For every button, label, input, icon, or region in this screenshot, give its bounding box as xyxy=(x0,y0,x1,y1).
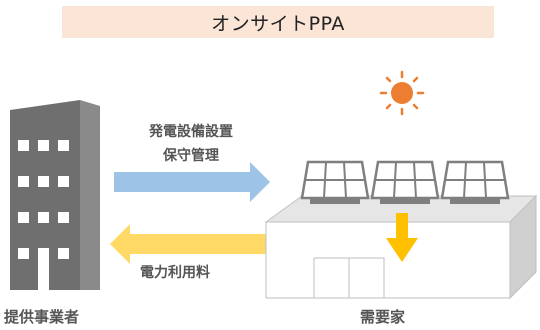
provider-building-icon xyxy=(10,100,100,290)
sun-icon xyxy=(379,70,425,116)
solar-panels-icon xyxy=(300,160,510,204)
service-label: 発電設備設置 保守管理 xyxy=(126,120,256,168)
provider-label: 提供事業者 xyxy=(4,308,80,326)
service-label-line2: 保守管理 xyxy=(163,148,219,164)
power-down-arrow-icon xyxy=(386,213,418,262)
consumer-label: 需要家 xyxy=(360,308,406,326)
service-label-line1: 発電設備設置 xyxy=(149,124,233,140)
payment-arrow-icon xyxy=(110,224,266,264)
page-title: オンサイトPPA xyxy=(62,6,494,38)
consumer-building-icon xyxy=(264,194,538,300)
service-arrow-icon xyxy=(114,162,270,202)
payment-label: 電力利用料 xyxy=(140,265,210,281)
